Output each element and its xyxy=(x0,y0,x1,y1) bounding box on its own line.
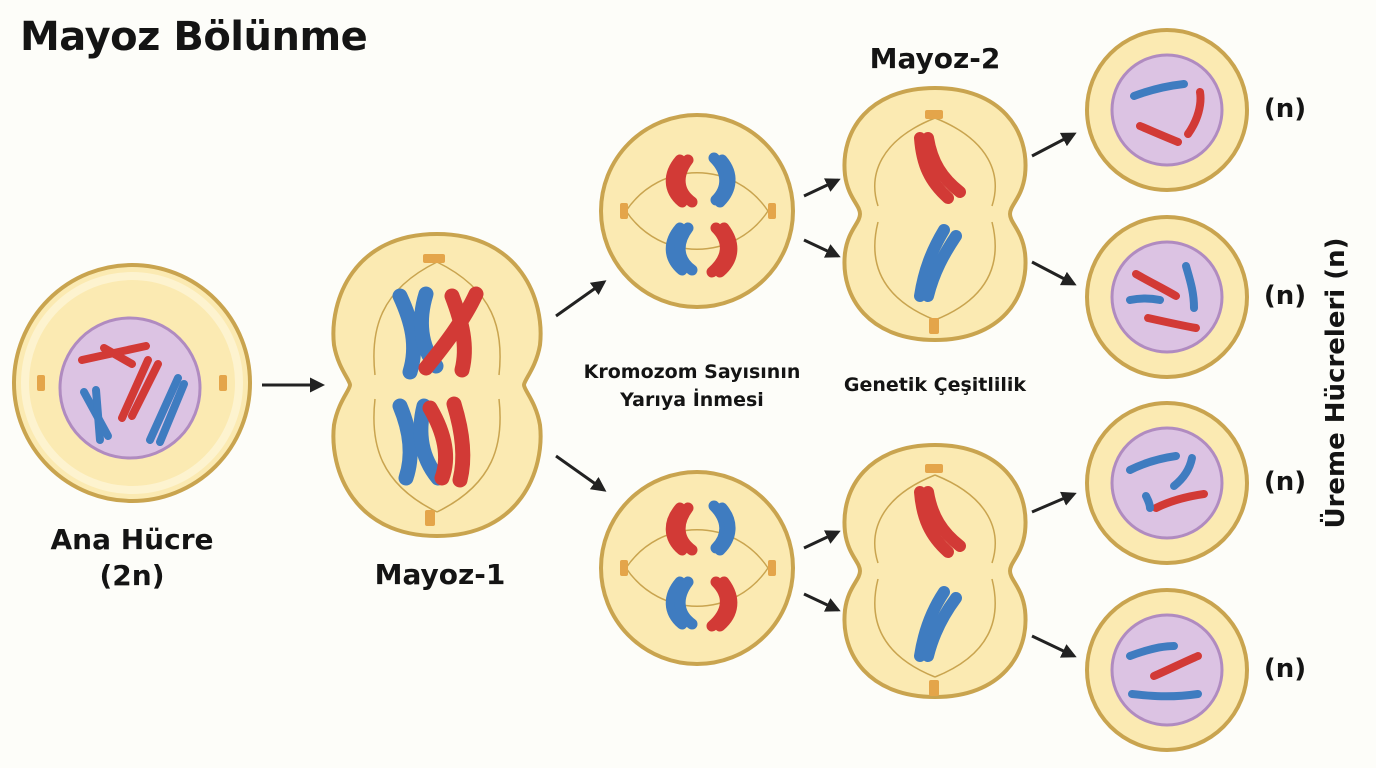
centriole-left xyxy=(37,375,45,391)
meiosis2-cell-bottom xyxy=(599,470,795,666)
diagram-title: Mayoz Bölünme xyxy=(20,14,368,60)
centriole-top xyxy=(423,254,445,263)
parent-cell xyxy=(12,263,252,503)
gamete-4-ploidy: (n) xyxy=(1263,654,1307,684)
arrow-to-m2-bottom xyxy=(555,454,607,492)
meiosis2-cell-top xyxy=(599,113,795,309)
parent-chromosomes xyxy=(78,342,188,446)
meiosis2-label: Mayoz-2 xyxy=(869,42,1001,75)
parent-cell-name: Ana Hücre xyxy=(50,523,214,556)
genetic-diversity-label: Genetik Çeşitlilik xyxy=(843,374,1027,396)
chromosome-reduction-line2: Yarıya İnmesi xyxy=(620,389,764,411)
spindle-fibers-m1 xyxy=(373,261,501,513)
m1-chromosomes-bottom xyxy=(392,396,471,488)
parent-cell-ploidy: (2n) xyxy=(99,559,165,592)
m1-chromosomes-top xyxy=(392,286,484,380)
gamete-2-ploidy: (n) xyxy=(1263,281,1307,311)
gamete-2 xyxy=(1085,215,1249,379)
gamete-1-ploidy: (n) xyxy=(1263,94,1307,124)
gamete-4 xyxy=(1085,588,1249,752)
gamete-3-ploidy: (n) xyxy=(1263,467,1307,497)
centriole-bottom xyxy=(425,510,435,526)
gametes-label: Üreme Hücreleri (n) xyxy=(1321,237,1351,529)
meiosis2-dividing-bottom xyxy=(842,442,1028,700)
arrow-to-m2-top xyxy=(555,280,607,318)
arrows xyxy=(262,132,1077,658)
gamete-3 xyxy=(1085,401,1249,565)
chromosome-reduction-label: Kromozom Sayısının Yarıya İnmesi xyxy=(562,358,822,414)
meiosis1-label: Mayoz-1 xyxy=(374,558,506,591)
chromosome-reduction-line1: Kromozom Sayısının xyxy=(583,361,801,383)
meiosis1-cell xyxy=(331,231,543,539)
centriole-right xyxy=(219,375,227,391)
parent-cell-label: Ana Hücre (2n) xyxy=(42,522,222,594)
meiosis2-dividing-top xyxy=(842,85,1028,343)
gamete-1 xyxy=(1085,28,1249,192)
